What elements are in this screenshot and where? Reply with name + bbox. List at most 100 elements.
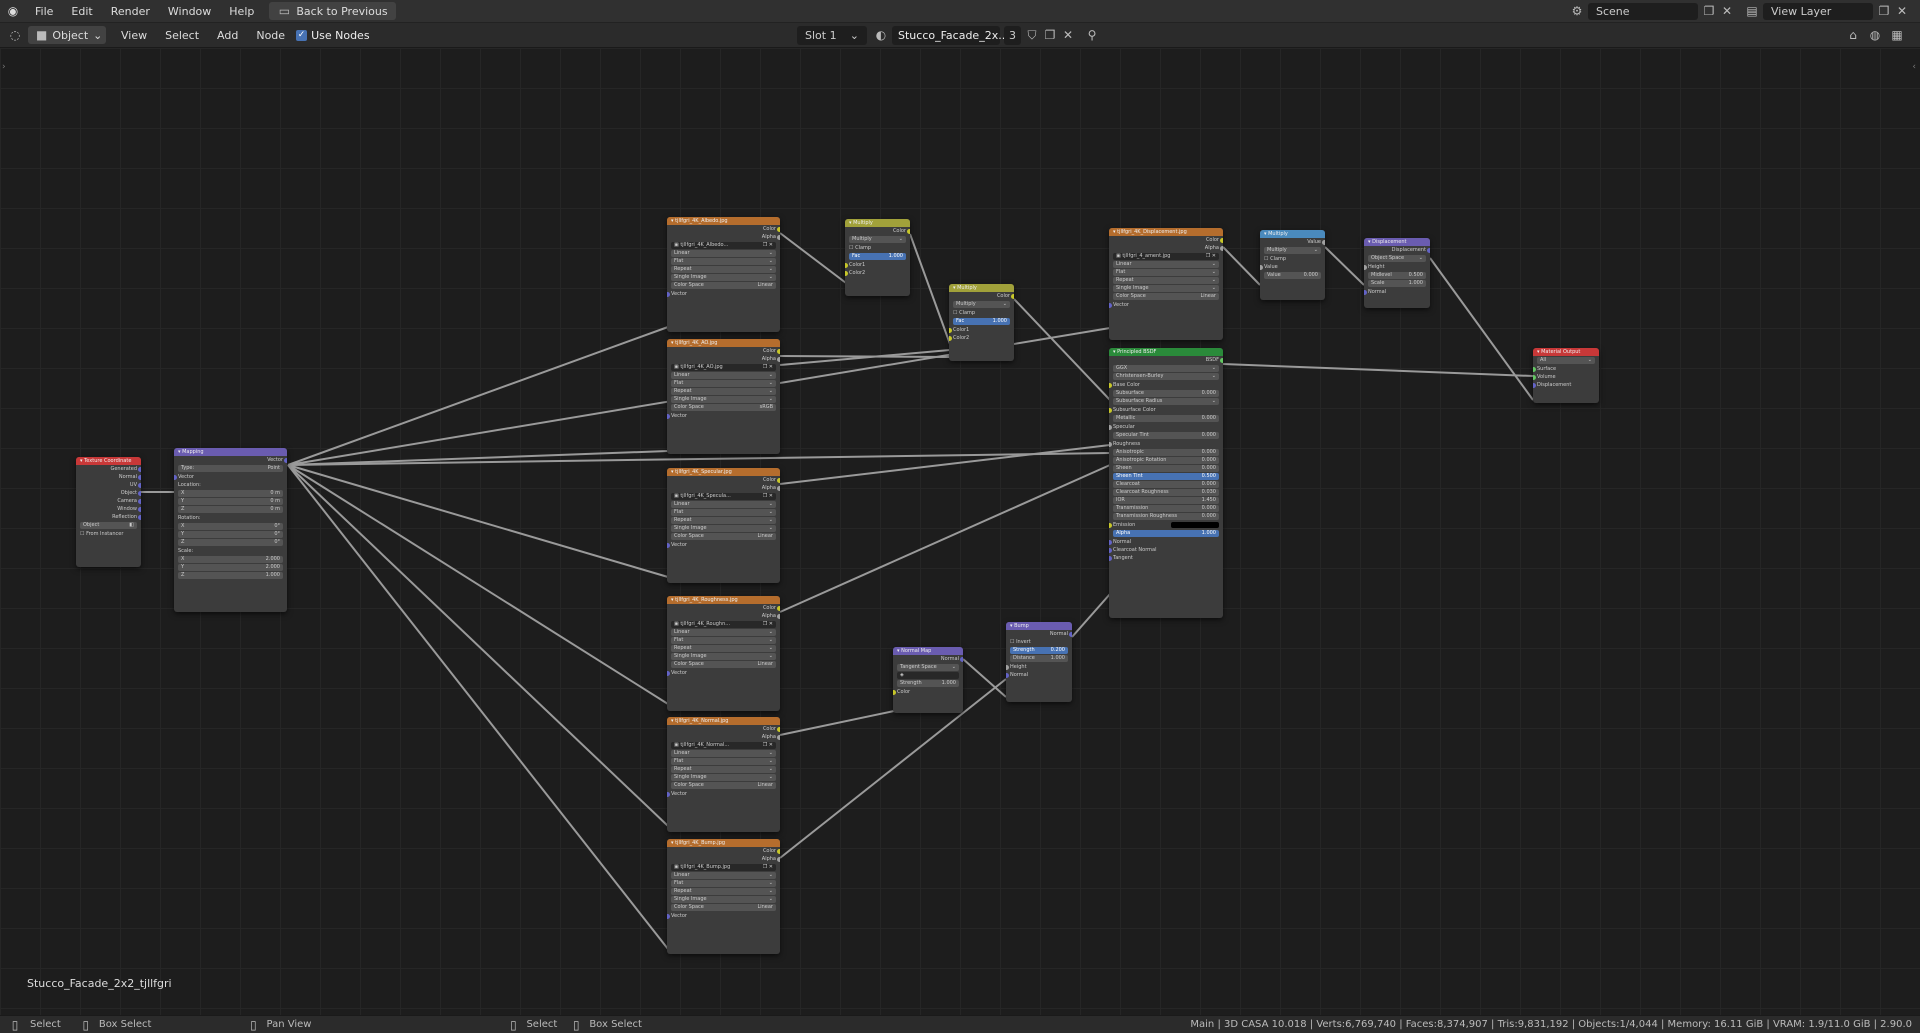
node-image-texture-bump[interactable]: ▾ tjllfgri_4K_Bump.jpg Color Alpha ▣ tjl… xyxy=(667,839,780,954)
projection-dropdown[interactable]: Flat⌄ xyxy=(671,637,776,644)
source-dropdown[interactable]: Single Image⌄ xyxy=(671,774,776,781)
node-normal-map[interactable]: ▾ Normal Map Normal Tangent Space⌄ ◈ Str… xyxy=(893,647,963,713)
extension-dropdown[interactable]: Repeat⌄ xyxy=(1113,277,1219,284)
node-header[interactable]: ▾ Principled BSDF xyxy=(1109,348,1223,356)
node-header[interactable]: ▾ tjllfgri_4K_Specular.jpg xyxy=(667,468,780,476)
image-selector[interactable]: ▣ tjllfgri_4K_Roughn...❐ ✕ xyxy=(671,621,776,628)
projection-dropdown[interactable]: Flat⌄ xyxy=(671,880,776,887)
extension-dropdown[interactable]: Repeat⌄ xyxy=(671,266,776,273)
node-header[interactable]: ▾ tjllfgri_4K_Normal.jpg xyxy=(667,717,780,725)
node-image-texture-specular[interactable]: ▾ tjllfgri_4K_Specular.jpg Color Alpha ▣… xyxy=(667,468,780,583)
source-dropdown[interactable]: Single Image⌄ xyxy=(671,525,776,532)
editor-type-icon[interactable]: ◌ xyxy=(9,28,21,42)
menu-node[interactable]: Node xyxy=(256,28,286,42)
node-material-output[interactable]: ▾ Material Output All⌄ Surface Volume Di… xyxy=(1533,348,1599,403)
blend-mode-dropdown[interactable]: Multiply⌄ xyxy=(953,301,1010,308)
interpolation-dropdown[interactable]: Linear⌄ xyxy=(1113,261,1219,268)
source-dropdown[interactable]: Single Image⌄ xyxy=(671,396,776,403)
blender-logo-icon[interactable]: ◉ xyxy=(7,4,19,18)
extension-dropdown[interactable]: Repeat⌄ xyxy=(671,388,776,395)
node-math-multiply[interactable]: ▾ Multiply Value Multiply⌄ ☐ Clamp Value… xyxy=(1260,230,1325,300)
type-dropdown[interactable]: Type:Point xyxy=(178,465,283,472)
close-icon[interactable]: ✕ xyxy=(1062,28,1074,42)
menu-view[interactable]: View xyxy=(121,28,148,42)
menu-window[interactable]: Window xyxy=(167,4,212,18)
node-image-texture-normal[interactable]: ▾ tjllfgri_4K_Normal.jpg Color Alpha ▣ t… xyxy=(667,717,780,832)
operation-dropdown[interactable]: Multiply⌄ xyxy=(1264,247,1321,254)
menu-render[interactable]: Render xyxy=(110,4,150,18)
node-header[interactable]: ▾ tjllfgri_4K_Roughness.jpg xyxy=(667,596,780,604)
pin-icon[interactable]: ⚲ xyxy=(1087,28,1097,42)
sidebar-collapse-icon[interactable]: ‹ xyxy=(1912,62,1916,72)
close-icon[interactable]: ✕ xyxy=(1721,4,1733,18)
duplicate-icon[interactable]: ❐ xyxy=(1044,28,1056,42)
overlay-icon[interactable]: ◍ xyxy=(1869,28,1881,42)
node-displacement[interactable]: ▾ Displacement Displacement Object Space… xyxy=(1364,238,1430,308)
node-header[interactable]: ▾ Multiply xyxy=(1260,230,1325,238)
menu-select[interactable]: Select xyxy=(165,28,200,42)
projection-dropdown[interactable]: Flat⌄ xyxy=(671,509,776,516)
distribution-dropdown[interactable]: GGX⌄ xyxy=(1113,365,1219,372)
scene-selector[interactable]: ⚙ Scene ❐ ✕ xyxy=(1571,2,1733,20)
node-header[interactable]: ▾ tjllfgri_4K_Displacement.jpg xyxy=(1109,228,1223,236)
invert-checkbox[interactable]: ☐ Invert xyxy=(1010,639,1031,645)
target-dropdown[interactable]: All⌄ xyxy=(1537,357,1595,364)
snap-icon[interactable]: ⌂ xyxy=(1849,28,1857,42)
clamp-checkbox[interactable]: ☐ Clamp xyxy=(1264,256,1287,262)
interpolation-dropdown[interactable]: Linear⌄ xyxy=(671,872,776,879)
clamp-checkbox[interactable]: ☐ Clamp xyxy=(849,245,872,251)
sidebar-toggle-icon[interactable]: ▦ xyxy=(1891,28,1903,42)
material-selector[interactable]: ◐ Stucco_Facade_2x... 3 ⛉ ❐ ✕ ⚲ xyxy=(874,25,1099,45)
projection-dropdown[interactable]: Flat⌄ xyxy=(671,380,776,387)
node-header[interactable]: ▾ Material Output xyxy=(1533,348,1599,356)
projection-dropdown[interactable]: Flat⌄ xyxy=(671,258,776,265)
object-field[interactable]: Object◧ xyxy=(80,522,137,529)
interpolation-dropdown[interactable]: Linear⌄ xyxy=(671,372,776,379)
source-dropdown[interactable]: Single Image⌄ xyxy=(671,274,776,281)
new-layer-icon[interactable]: ❐ xyxy=(1878,4,1890,18)
space-dropdown[interactable]: Object Space⌄ xyxy=(1368,255,1426,262)
node-header[interactable]: ▾ Multiply xyxy=(845,219,910,227)
clamp-checkbox[interactable]: ☐ Clamp xyxy=(953,310,976,316)
new-scene-icon[interactable]: ❐ xyxy=(1703,4,1715,18)
menu-add[interactable]: Add xyxy=(217,28,239,42)
node-header[interactable]: ▾ Multiply xyxy=(949,284,1014,292)
uv-map-field[interactable]: ◈ xyxy=(897,672,959,679)
node-principled-bsdf[interactable]: ▾ Principled BSDF BSDF GGX⌄ Christensen-… xyxy=(1109,348,1223,618)
projection-dropdown[interactable]: Flat⌄ xyxy=(1113,269,1219,276)
node-texture-coordinate[interactable]: ▾ Texture Coordinate Generated Normal UV… xyxy=(76,457,141,567)
emission-field[interactable]: Emission xyxy=(1109,521,1223,529)
node-header[interactable]: ▾ tjllfgri_4K_AO.jpg xyxy=(667,339,780,347)
interpolation-dropdown[interactable]: Linear⌄ xyxy=(671,250,776,257)
extension-dropdown[interactable]: Repeat⌄ xyxy=(671,517,776,524)
extension-dropdown[interactable]: Repeat⌄ xyxy=(671,888,776,895)
node-mapping[interactable]: ▾ Mapping Vector Type:Point Vector Locat… xyxy=(174,448,287,612)
from-instancer-checkbox[interactable]: ☐ From Instancer xyxy=(80,531,124,537)
blend-mode-dropdown[interactable]: Multiply⌄ xyxy=(849,236,906,243)
